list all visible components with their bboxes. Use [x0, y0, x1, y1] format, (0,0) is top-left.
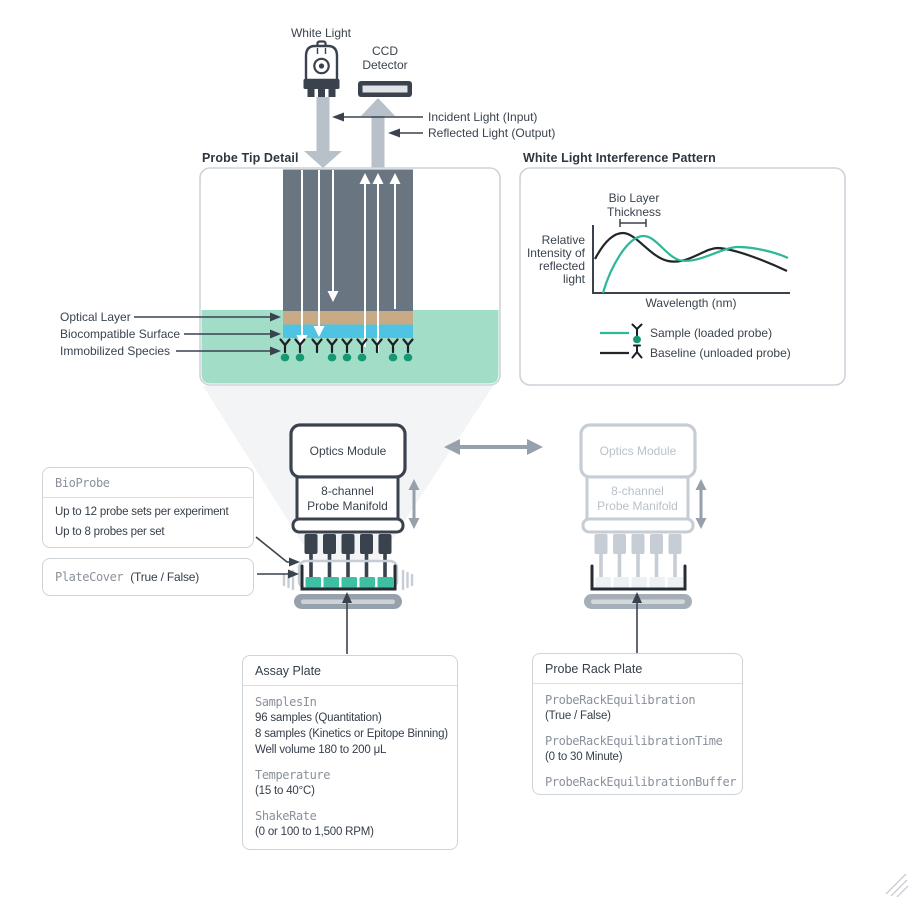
- probe-rack-equilibration-value: (True / False): [545, 710, 611, 722]
- probe-rack-tray: [590, 564, 687, 591]
- active-optics-module: [282, 423, 414, 609]
- temperature-value: (15 to 40°C): [255, 785, 315, 797]
- samplesin-param: SamplesIn: [255, 695, 317, 709]
- probe-connectors-inactive: [594, 534, 682, 585]
- manifold-label-line2: Probe Manifold: [307, 499, 388, 513]
- legend-sample-label: Sample (loaded probe): [650, 326, 773, 340]
- internal-light-arrows: [301, 170, 396, 352]
- layer-label-arrows: [134, 312, 281, 356]
- bound-analyte-dots: [280, 353, 413, 362]
- probe-body: [283, 169, 413, 311]
- chart-ylabel-line1: Relative: [541, 233, 585, 247]
- bioprobe-line-1: Up to 12 probe sets per experiment: [55, 506, 229, 518]
- optics-module-label-inactive: Optics Module: [599, 444, 677, 458]
- resize-hatch-icon: [885, 873, 909, 897]
- probe-tip-detail-panel: [199, 167, 501, 386]
- chart-ylabel-line2: Intensity of: [526, 246, 585, 260]
- bioprobe-line-2: Up to 8 probes per set: [55, 526, 165, 538]
- interference-panel: [519, 167, 846, 386]
- assay-plate-title: Assay Plate: [243, 656, 457, 686]
- incident-label-arrow: [332, 112, 423, 122]
- probe-rack-equilibration-time-value: (0 to 30 Minute): [545, 751, 623, 763]
- samplesin-value-1: 96 samples (Quantitation): [255, 712, 382, 724]
- vertical-move-arrow-center: [408, 479, 420, 529]
- platecover-callout-arrow: [257, 569, 299, 579]
- ccd-detector-icon: [358, 81, 412, 97]
- probe-rack-equilibration-param: ProbeRackEquilibration: [545, 693, 696, 707]
- immobilized-species-icons: [279, 338, 414, 354]
- chart-ylabel-line4: light: [562, 272, 585, 286]
- probe-rack-equilibration-buffer-param: ProbeRackEquilibrationBuffer: [545, 775, 737, 789]
- legend-baseline-label: Baseline (unloaded probe): [650, 346, 791, 360]
- incident-light-label: Incident Light (Input): [428, 110, 538, 124]
- chart-ylabel-line3: reflected: [538, 259, 585, 273]
- assay-plate-callout: Assay Plate SamplesIn 96 samples (Quanti…: [242, 655, 458, 850]
- sample-liquid: [201, 310, 499, 384]
- horizontal-move-arrow: [444, 439, 543, 455]
- assay-plate-tray: [300, 564, 397, 591]
- manifold-label-line1: 8-channel: [321, 484, 374, 498]
- immobilized-species-label: Immobilized Species: [60, 344, 171, 358]
- reflected-light-label: Reflected Light (Output): [428, 126, 556, 140]
- reflected-label-arrow: [388, 128, 423, 138]
- shakerate-value: (0 or 100 to 1,500 RPM): [255, 826, 374, 838]
- baseline-curve: [594, 231, 788, 272]
- unloaded-probe-icon: [631, 344, 643, 359]
- platecover-callout: PlateCover (True / False): [42, 558, 254, 596]
- bioprobe-title: BioProbe: [43, 468, 253, 498]
- chart-axes: [592, 225, 790, 294]
- probe-rack-wells: [595, 577, 683, 588]
- manifold-label-inactive-line2: Probe Manifold: [597, 499, 678, 513]
- samplesin-value-3: Well volume 180 to 200 μL: [255, 744, 387, 756]
- shakerate-param: ShakeRate: [255, 809, 317, 823]
- bio-layer-thickness-bracket: [619, 219, 647, 227]
- bioprobe-callout-arrow: [255, 536, 300, 567]
- internal-light-arrowheads: [296, 173, 401, 346]
- chart-xlabel: Wavelength (nm): [645, 296, 737, 310]
- optics-module-label: Optics Module: [309, 444, 387, 458]
- sample-curve: [601, 234, 789, 294]
- interference-title: White Light Interference Pattern: [523, 151, 716, 165]
- platecover-param: PlateCover: [55, 570, 124, 584]
- assay-plate-callout-arrow: [342, 592, 352, 654]
- incident-beam: [304, 97, 342, 168]
- temperature-param: Temperature: [255, 768, 331, 782]
- bioprobe-callout: BioProbe Up to 12 probe sets per experim…: [42, 467, 254, 548]
- probe-tip-detail-title: Probe Tip Detail: [202, 151, 299, 165]
- samplesin-value-2: 8 samples (Kinetics or Epitope Binning): [255, 728, 448, 740]
- probe-connectors: [304, 534, 392, 585]
- ccd-label-line1: CCD: [372, 44, 398, 58]
- vertical-move-arrow-right: [695, 479, 707, 529]
- bio-layer-label-line1: Bio Layer: [608, 191, 660, 205]
- optical-layer-label: Optical Layer: [60, 310, 131, 324]
- assay-wells: [305, 577, 393, 588]
- probe-rack-callout: Probe Rack Plate ProbeRackEquilibration …: [532, 653, 743, 795]
- probe-rack-title: Probe Rack Plate: [533, 654, 742, 684]
- bio-layer-label-line2: Thickness: [606, 205, 662, 219]
- platecover-value: (True / False): [130, 570, 200, 584]
- optical-layer: [283, 311, 413, 325]
- white-light-lamp-icon: [303, 40, 340, 97]
- biocompatible-surface-label: Biocompatible Surface: [60, 327, 181, 341]
- manifold-label-inactive-line1: 8-channel: [611, 484, 664, 498]
- loaded-probe-icon: [631, 323, 643, 344]
- probe-rack-callout-arrow: [632, 592, 642, 654]
- reflected-beam: [361, 98, 395, 168]
- probe-rack-equilibration-time-param: ProbeRackEquilibrationTime: [545, 734, 723, 748]
- ccd-label-line2: Detector: [362, 58, 408, 72]
- white-light-label: White Light: [290, 26, 352, 40]
